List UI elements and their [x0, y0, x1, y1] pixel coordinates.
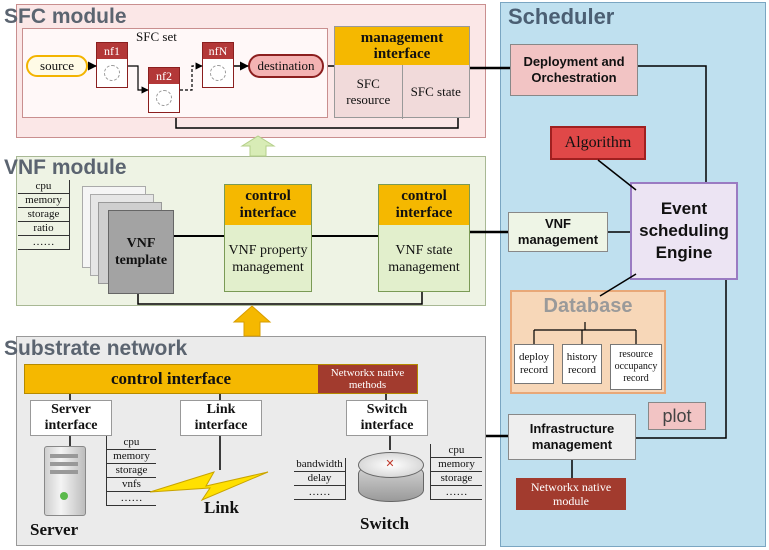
- sfc-resource: SFC resource: [346, 76, 391, 107]
- nf2-node: nf2: [148, 67, 180, 113]
- server-label: Server: [30, 520, 79, 539]
- vnf-attr: ratio: [18, 222, 69, 236]
- lightning-icon: [149, 471, 269, 502]
- nfN-label: nfN: [203, 43, 233, 59]
- nfN-node: nfN: [202, 42, 234, 88]
- link-attr: bandwidth: [294, 458, 345, 472]
- management-interface: management interface SFC resource SFC st…: [334, 26, 470, 119]
- vnf-property-management: VNF property management: [228, 243, 308, 275]
- database-title: Database: [543, 294, 633, 317]
- networkx-native-methods: Networkx native methods: [318, 365, 417, 393]
- link-label: Link: [204, 498, 239, 517]
- switch-attr: memory: [431, 458, 482, 472]
- vnf-attr: ……: [18, 236, 69, 250]
- database-tree: [533, 322, 637, 344]
- link-attr: ……: [294, 486, 345, 500]
- plot-box: plot: [648, 402, 706, 430]
- link-interface: Link interface: [180, 400, 262, 436]
- sfc-module-title: SFC module: [4, 5, 127, 28]
- deploy-record: deploy record: [514, 344, 554, 384]
- networkx-native-module: Networkx native module: [516, 478, 626, 510]
- edge-engine-infra: [636, 280, 727, 439]
- edge-deploy-engine: [638, 65, 707, 182]
- edge-engine-database: [599, 273, 637, 297]
- nf1-node: nf1: [96, 42, 128, 88]
- switch-attribute-list: cpu memory storage ……: [430, 444, 482, 500]
- destination-node: destination: [248, 54, 324, 78]
- vnf-state-management: VNF state management: [388, 243, 460, 275]
- vnf-attr: memory: [18, 194, 69, 208]
- vnf-attr: cpu: [18, 180, 69, 194]
- switch-attr: cpu: [431, 444, 482, 458]
- vnf-attribute-list: cpu memory storage ratio ……: [18, 180, 70, 250]
- algorithm-box: Algorithm: [550, 126, 646, 160]
- server-attr: storage: [107, 464, 156, 478]
- source-node: source: [26, 55, 88, 77]
- control-interface-1-title: control interface: [225, 185, 311, 225]
- switch-interface: Switch interface: [346, 400, 428, 436]
- link-attribute-list: bandwidth delay ……: [294, 458, 346, 500]
- server-attr: memory: [107, 450, 156, 464]
- history-record: history record: [562, 344, 602, 384]
- sfc-set-label: SFC set: [136, 29, 177, 44]
- server-icon: [34, 446, 94, 518]
- edge-nf2-nfN: [180, 62, 203, 91]
- server-attribute-list: cpu memory storage vnfs ……: [106, 436, 156, 506]
- control-interface-2-title: control interface: [379, 185, 469, 225]
- vnf-template: VNF template: [108, 210, 174, 294]
- vnf-control-interface-1: control interface VNF property managemen…: [224, 184, 312, 292]
- event-scheduling-engine: Event scheduling Engine: [630, 182, 738, 280]
- vnf-bracket: [137, 292, 423, 305]
- server-interface: Server interface: [30, 400, 112, 436]
- arrow-vnf-to-sfc: [240, 135, 276, 157]
- server-attr: vnfs: [107, 478, 156, 492]
- management-interface-title: management interface: [335, 27, 469, 65]
- switch-attr: storage: [431, 472, 482, 486]
- nf1-label: nf1: [97, 43, 127, 59]
- switch-attr: ……: [431, 486, 482, 500]
- substrate-title: Substrate network: [4, 337, 188, 360]
- deployment-orchestration: Deployment and Orchestration: [510, 44, 638, 96]
- vnf-control-interface-2: control interface VNF state management: [378, 184, 470, 292]
- nf2-label: nf2: [149, 68, 179, 84]
- server-attr: ……: [107, 492, 156, 506]
- link-attr: delay: [294, 472, 345, 486]
- scheduler-title: Scheduler: [508, 4, 615, 29]
- vnf-attr: storage: [18, 208, 69, 222]
- server-attr: cpu: [107, 436, 156, 450]
- vnf-module-title: VNF module: [4, 156, 127, 179]
- substrate-control-label: control interface: [110, 369, 232, 388]
- arrow-substrate-to-vnf: [232, 305, 272, 337]
- edge-nf1-nf2: [128, 65, 149, 94]
- edge-algorithm-engine: [597, 159, 637, 191]
- switch-label: Switch: [360, 514, 410, 533]
- switch-icon: ✕: [356, 448, 426, 510]
- resource-occupancy-record: resource occupancy record: [610, 344, 662, 390]
- vnf-management: VNF management: [508, 212, 608, 252]
- sfc-state: SFC state: [401, 65, 470, 119]
- nf1-gear-icon: [104, 65, 120, 81]
- nfN-gear-icon: [210, 65, 226, 81]
- infrastructure-management: Infrastructure management: [508, 414, 636, 460]
- sfc-bracket: [175, 118, 459, 129]
- nf2-gear-icon: [156, 90, 172, 106]
